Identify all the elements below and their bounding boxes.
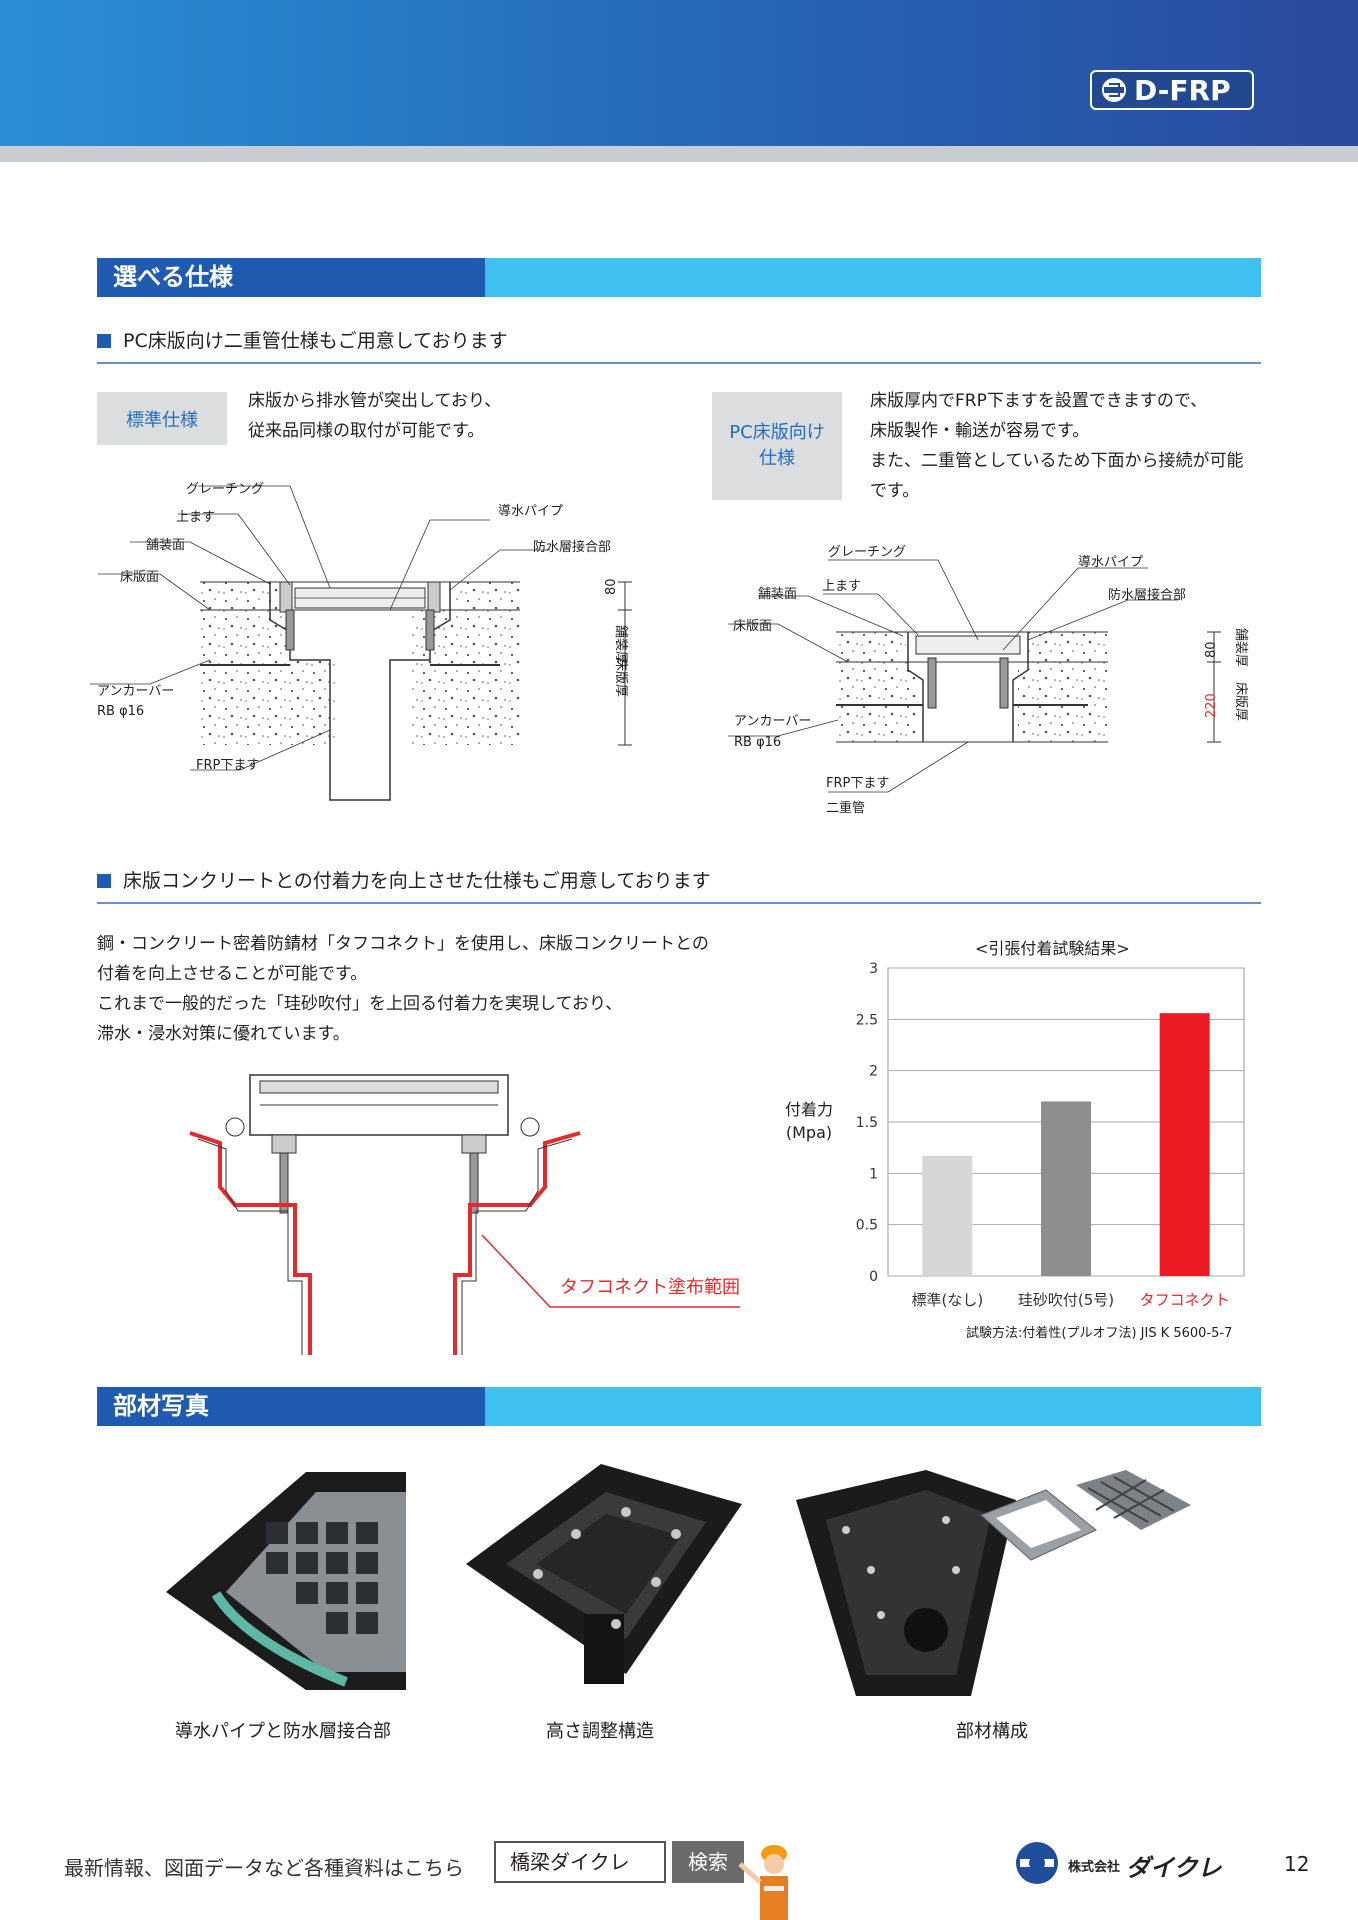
caption-drain-joint: 導水パイプと防水層接合部 — [175, 1721, 391, 1742]
y-tick-label: 0 — [869, 1269, 878, 1285]
label-dim220: 220 — [1204, 693, 1219, 718]
x-tick-label: 珪砂吹付(5号) — [1018, 1291, 1114, 1309]
tag-label: PC床版向け — [729, 422, 825, 443]
y-tick-label: 2 — [869, 1064, 878, 1080]
text-line: 鋼・コンクリート密着防錆材「タフコネクト」を使用し、床版コンクリートとの — [97, 934, 709, 954]
text-line: 床版から排水管が突出しており、 — [248, 391, 502, 411]
tag-label: 仕様 — [759, 448, 795, 469]
worker-mascot-icon — [738, 1845, 788, 1920]
label-rb: RB φ16 — [97, 704, 145, 719]
photo-drain-joint — [166, 1472, 406, 1690]
pc-description: 床版厚内でFRP下ますを設置できますので、 床版製作・輸送が容易です。 また、二… — [870, 386, 1244, 506]
y-tick-label: 3 — [869, 961, 878, 977]
label-pavement: 舗装面 — [146, 538, 186, 553]
label-rb: RB φ16 — [734, 735, 782, 750]
text-line: 付着を向上させることが可能です。 — [97, 964, 368, 984]
text-line: 床版厚内でFRP下ますを設置できますので、 — [870, 391, 1208, 411]
label-drain: 導水パイプ — [1078, 555, 1144, 570]
subhead-adhesion: 床版コンクリートとの付着力を向上させた仕様もご用意しております — [97, 866, 1261, 904]
subhead-text: 床版コンクリートとの付着力を向上させた仕様もご用意しております — [123, 870, 711, 892]
label-joint: 防水層接合部 — [1108, 588, 1187, 603]
y-tick-label: 2.5 — [856, 1012, 878, 1028]
label-dim80: 80 — [1204, 641, 1219, 658]
chart-ylabel: 付着力 (Mpa) — [785, 1100, 834, 1142]
footer-text: 最新情報、図面データなど各種資料はこちら — [64, 1856, 464, 1880]
pc-section-diagram — [728, 559, 1221, 793]
subhead-pc-double: PC床版向け二重管仕様もご用意しております — [97, 326, 1261, 364]
label-grating: グレーチング — [186, 482, 265, 497]
chart-note: 試験方法:付着性(プルオフ法) JIS K 5600-5-7 — [966, 1326, 1233, 1341]
text-line: また、二重管としているため下面から接続が可能 — [870, 451, 1244, 471]
label-drain: 導水パイプ — [498, 504, 564, 519]
y-tick-label: 1.5 — [856, 1115, 878, 1131]
label-pave-thick: 舗装厚 — [1233, 628, 1248, 668]
section-title: 選べる仕様 — [97, 258, 485, 297]
label-double: 二重管 — [826, 801, 866, 816]
coating-diagram — [189, 1074, 740, 1355]
label-anchor: アンカーバー — [734, 714, 812, 729]
standard-description: 床版から排水管が突出しており、 従来品同様の取付が可能です。 — [248, 386, 501, 446]
square-bullet-icon — [97, 334, 111, 348]
photo-height-adjust — [466, 1464, 742, 1684]
standard-section-diagram — [90, 485, 632, 801]
header-stripe — [0, 146, 1358, 162]
company-prefix: 株式会社 — [1068, 1860, 1121, 1875]
company-logo: ダイクレ — [1126, 1854, 1222, 1882]
daikure-emblem-icon — [1016, 1842, 1058, 1884]
adhesion-description: 鋼・コンクリート密着防錆材「タフコネクト」を使用し、床版コンクリートとの 付着を… — [97, 929, 709, 1049]
bar — [1041, 1101, 1091, 1276]
label-upper: 上ます — [822, 579, 862, 594]
label-joint: 防水層接合部 — [533, 540, 612, 555]
subhead-text: PC床版向け二重管仕様もご用意しております — [123, 330, 508, 352]
search-button[interactable]: 検索 — [672, 1841, 744, 1883]
section-title: 部材写真 — [97, 1387, 485, 1426]
brand-name: D-FRP — [1134, 73, 1231, 107]
text-line: です。 — [870, 481, 920, 501]
brand-emblem-icon — [1102, 78, 1126, 102]
label-slab-thick: 床版厚 — [613, 658, 628, 698]
text-line: 従来品同様の取付が可能です。 — [248, 421, 485, 441]
label-slab-thick: 床版厚 — [1233, 682, 1248, 722]
square-bullet-icon — [97, 874, 111, 888]
chart-title: <引張付着試験結果> — [975, 939, 1130, 958]
caption-components: 部材構成 — [956, 1721, 1028, 1742]
x-tick-label: 標準(なし) — [911, 1291, 983, 1309]
page-number: 12 — [1284, 1852, 1310, 1876]
y-tick-label: 0.5 — [856, 1218, 878, 1234]
label-upper: 上ます — [176, 510, 216, 525]
section-bar-photos: 部材写真 — [97, 1387, 1261, 1426]
x-tick-label: タフコネクト — [1140, 1291, 1230, 1309]
label-frp: FRP下ます — [826, 776, 890, 791]
photo-components — [796, 1470, 1191, 1696]
label-slab: 床版面 — [733, 619, 773, 634]
tag-pc: PC床版向け 仕様 — [712, 392, 842, 500]
search-input[interactable]: 橋梁ダイクレ — [494, 1841, 666, 1883]
section-bar-specs: 選べる仕様 — [97, 258, 1261, 297]
caption-height-adjust: 高さ調整構造 — [546, 1721, 654, 1742]
coating-label: タフコネクト塗布範囲 — [560, 1277, 740, 1298]
label-slab: 床版面 — [120, 570, 160, 585]
bar — [1159, 1013, 1210, 1276]
bar — [922, 1155, 973, 1276]
text-line: 滞水・浸水対策に優れています。 — [97, 1024, 350, 1044]
label-grating: グレーチング — [828, 545, 907, 560]
brand-logo: D-FRP — [1090, 70, 1254, 110]
adhesion-bar-chart: 0 0.5 1 1.5 2 2.5 3 標準(なし) 珪砂吹付(5号) タフコネクト — [856, 961, 1245, 1309]
label-anchor: アンカーバー — [97, 684, 175, 699]
tag-label: 標準仕様 — [126, 409, 198, 431]
label-dim80: 80 — [604, 578, 619, 595]
label-frp: FRP下ます — [196, 758, 260, 773]
label-pavement: 舗装面 — [758, 587, 798, 602]
y-tick-label: 1 — [869, 1166, 878, 1182]
tag-standard: 標準仕様 — [97, 392, 227, 445]
text-line: 床版製作・輸送が容易です。 — [870, 421, 1090, 441]
text-line: これまで一般的だった「珪砂吹付」を上回る付着力を実現しており、 — [97, 994, 623, 1014]
